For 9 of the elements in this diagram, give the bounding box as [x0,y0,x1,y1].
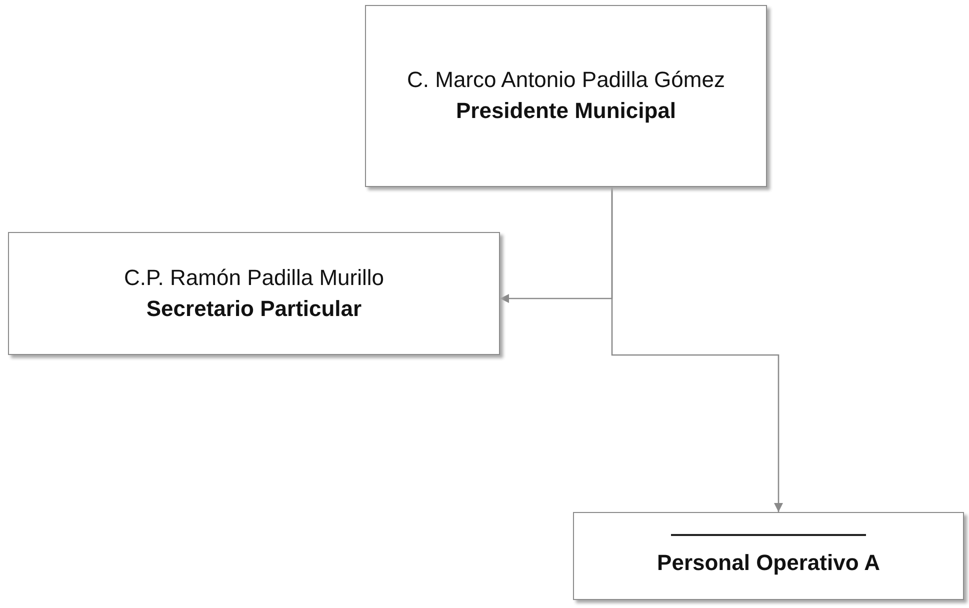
org-box [365,5,767,187]
org-box [8,232,500,355]
person-name: C.P. Ramón Padilla Murillo [124,264,384,292]
arrow [611,187,784,512]
org-box [573,512,964,600]
person-name: C. Marco Antonio Padilla Gómez [407,66,725,94]
position-title: Secretario Particular [146,294,362,322]
position-title: Presidente Municipal [456,97,676,125]
position-title: Personal Operativo A [657,548,880,577]
